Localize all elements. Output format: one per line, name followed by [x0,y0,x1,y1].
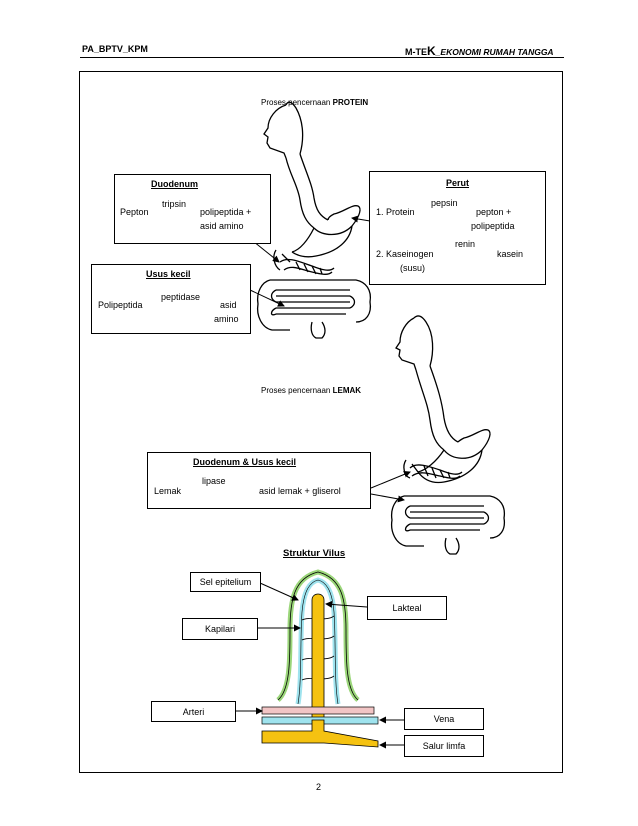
header-right-prefix: M-TE [405,47,427,57]
duodenum-substrate: Pepton [120,207,149,217]
perut-r2-substrate: 2. Kaseinogen [376,249,434,259]
lemak-product: asid lemak + gliserol [259,486,341,496]
usus-kecil-heading: Usus kecil [146,269,191,279]
label-arteri: Arteri [151,701,236,722]
perut-r2-enzyme: renin [455,239,476,249]
duodenum-heading: Duodenum [151,179,198,189]
usus-kecil-product-2: amino [214,314,239,324]
perut-r2-substrate-sub: (susu) [400,263,426,273]
label-sel-epitelium: Sel epitelium [190,572,261,592]
header-right: M-TEK_EKONOMI RUMAH TANGGA [405,44,554,58]
villus-figure [261,569,379,748]
lemak-section-title: Proses pencernaan LEMAK [261,386,361,395]
protein-title-prefix: Proses pencernaan [261,98,333,107]
lemak-title-prefix: Proses pencernaan [261,386,333,395]
perut-r1-product-1: pepton + [476,207,512,217]
duodenum-product-1: polipeptida + [200,207,252,217]
perut-heading: Perut [446,178,470,188]
page-frame [79,71,563,773]
perut-r1-product-2: polipeptida [471,221,515,231]
label-vena: Vena [404,708,484,730]
digestive-system-figure-lemak [390,315,506,555]
protein-section-title: Proses pencernaan PROTEIN [261,98,368,107]
perut-r1-enzyme: pepsin [431,198,458,208]
lemak-box: Duodenum & Usus kecil Lemak lipase asid … [147,452,371,509]
header-rule [80,57,564,58]
usus-kecil-product-1: asid [220,300,237,310]
header-right-big: K [427,44,436,58]
perut-r2-product: kasein [497,249,524,259]
villus-pointer-lines [236,582,404,749]
digestive-system-figure-protein [256,101,372,339]
label-kapilari: Kapilari [182,618,258,640]
lemak-title-bold: LEMAK [332,386,362,395]
header-left: PA_BPTV_KPM [82,44,148,54]
perut-box: Perut 1. Protein pepsin pepton + polipep… [369,171,546,285]
duodenum-product-2: asid amino [200,221,244,231]
label-lakteal: Lakteal [367,596,447,620]
lemak-substrate: Lemak [154,486,182,496]
lemak-heading: Duodenum & Usus kecil [193,457,297,467]
lemak-enzyme: lipase [202,476,226,486]
header-right-italic: _EKONOMI RUMAH TANGGA [435,47,554,57]
vilus-title: Struktur Vilus [283,548,346,559]
usus-kecil-substrate: Polipeptida [98,300,143,310]
protein-title-bold: PROTEIN [332,98,369,107]
lemak-pointer-lines [370,471,411,503]
duodenum-enzyme: tripsin [162,199,187,209]
page-number: 2 [316,782,322,792]
usus-kecil-enzyme: peptidase [161,292,201,302]
duodenum-box: Duodenum Pepton tripsin polipeptida + as… [114,174,271,244]
perut-r1-substrate: 1. Protein [376,207,415,217]
label-salur-limfa: Salur limfa [404,735,484,757]
usus-kecil-box: Usus kecil Polipeptida peptidase asid am… [91,264,251,334]
